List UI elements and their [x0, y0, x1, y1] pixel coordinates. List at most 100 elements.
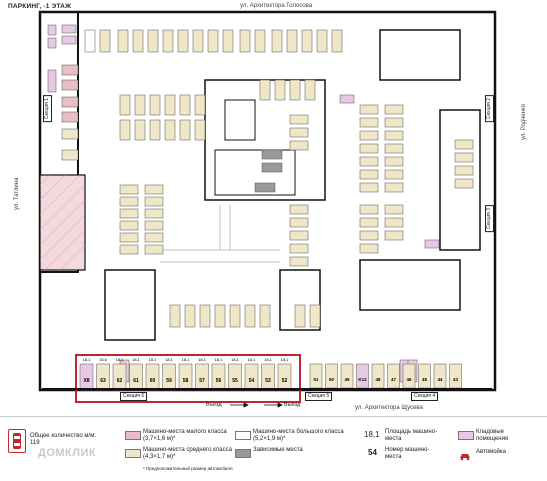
medium-class-swatch — [125, 449, 141, 458]
parking-spot[interactable] — [261, 363, 275, 391]
parking-spot[interactable] — [162, 363, 176, 391]
parking-spot[interactable] — [178, 363, 193, 391]
spot-number: 62 — [117, 378, 123, 384]
spot-area: 18,1 — [132, 357, 141, 362]
spot-area: 18,1 — [182, 357, 191, 362]
spot-area: 18,1 — [149, 357, 158, 362]
spot-number: 44 — [437, 377, 443, 382]
dependent-label: Зависимые места — [253, 447, 303, 453]
left-column-spots — [61, 64, 79, 161]
spot-area: 18,1 — [231, 357, 240, 362]
parking-plan: X8 18,1 63 15,6 62 18,1 61 18,1 60 18,1 59 18,1 58 18… — [38, 10, 497, 408]
spot-number: 59 — [166, 378, 172, 384]
spot-area: 18,1 — [116, 357, 125, 362]
car-wash-label: Автомойка — [476, 449, 506, 455]
bottom-row-spots: X8 18,1 63 15,6 62 18,1 61 18,1 60 18,1 59 18,1 58 18… — [79, 357, 292, 391]
spot-number: 43 — [453, 377, 459, 382]
parking-spot[interactable] — [145, 363, 160, 391]
spot-area: 18,1 — [215, 357, 224, 362]
parking-spot[interactable] — [228, 363, 242, 391]
number-value: 54 — [368, 448, 377, 457]
large-class-label: Машино-места большого класса (5,2×1,9 м)… — [253, 429, 344, 442]
legend: Общее количество м/м: 119 Машино-места м… — [0, 416, 547, 481]
parking-spot[interactable] — [387, 363, 400, 389]
spot-area: 18,1 — [248, 357, 257, 362]
car-wash-icon — [458, 448, 472, 461]
page-title: ПАРКИНГ, -1 ЭТАЖ — [8, 3, 72, 10]
spot-number: X8 — [83, 378, 89, 384]
parking-spot[interactable] — [449, 363, 462, 389]
area-label: Площадь машино-места — [385, 429, 438, 442]
spot-number: 45 — [422, 377, 428, 382]
exit-label: Выезд — [284, 402, 301, 408]
spot-number: 60 — [150, 378, 156, 384]
parking-spot[interactable] — [129, 363, 143, 391]
spot-number: 51 — [313, 377, 319, 382]
section-1-label: Секция 1 — [43, 95, 52, 123]
parking-spot[interactable] — [309, 363, 323, 389]
parking-spot[interactable] — [112, 363, 127, 391]
dependent-swatch — [235, 449, 251, 458]
parking-spot[interactable] — [211, 363, 226, 391]
spot-number: 48 — [375, 377, 381, 382]
storage-label: Кладовые помещения — [476, 429, 509, 442]
street-right: ул. Родченко — [521, 104, 527, 140]
parking-spot[interactable] — [433, 363, 447, 389]
watermark: ДОМКЛИК — [38, 447, 97, 459]
top-row-spots — [84, 29, 343, 53]
spot-area: 18,1 — [198, 357, 207, 362]
medium-class-note: * Предположительный размер автомобиля — [143, 466, 233, 471]
spot-number: 49 — [344, 377, 350, 382]
spot-area: 15,6 — [99, 357, 108, 362]
parking-spot[interactable] — [195, 363, 209, 391]
storage-swatch — [458, 431, 474, 440]
car-icon — [8, 429, 26, 453]
parking-spot[interactable] — [277, 363, 292, 391]
section-5-label: Секция 5 — [305, 392, 333, 401]
spot-area: 18,1 — [281, 357, 290, 362]
total-count: Общее количество м/м: 119 — [30, 433, 96, 446]
spot-number: 57 — [199, 378, 205, 384]
spot-number: 47 — [391, 377, 397, 382]
area-value: 18,1 — [364, 430, 380, 439]
spot-number: 53 — [265, 378, 271, 384]
spot-number: 52 — [282, 378, 288, 384]
bottom-right-row-spots: 51 50 49 K12 48 47 46 45 44 43 — [309, 363, 462, 389]
parking-spot[interactable] — [79, 363, 94, 391]
parking-spot[interactable] — [402, 363, 416, 389]
spot-area: 18,1 — [264, 357, 273, 362]
parking-spot[interactable] — [418, 363, 431, 389]
spot-number: 61 — [133, 378, 139, 384]
spot-number: 50 — [329, 377, 335, 382]
parking-spot[interactable] — [244, 363, 259, 391]
street-bottom: ул. Архитектора Щусева — [355, 405, 423, 411]
section-6-label: Секция 6 — [120, 392, 148, 401]
large-class-swatch — [235, 431, 251, 440]
spot-number: K12 — [358, 377, 367, 382]
street-top: ул. Архитектора Голосова — [240, 3, 313, 9]
entry-label: Въезд — [206, 402, 222, 408]
spot-number: 46 — [406, 377, 412, 382]
parking-spot[interactable] — [96, 363, 110, 391]
section-4-label: Секция 4 — [411, 392, 439, 401]
section-3-label: Секция 3 — [485, 205, 494, 233]
spot-number: 58 — [183, 378, 189, 384]
medium-class-label: Машино-места среднего класса (4,3×1,7 м)… — [143, 447, 232, 460]
section-2-label: Секция 2 — [485, 95, 494, 123]
spot-area: 18,1 — [165, 357, 174, 362]
entry-arrows — [230, 402, 283, 408]
spot-number: 63 — [100, 378, 106, 384]
parking-spot[interactable] — [371, 363, 385, 389]
small-class-label: Машино-места малого класса (3,7×1,6 м)* — [143, 429, 227, 442]
spot-area: 18,1 — [83, 357, 92, 362]
dependent-spots — [254, 149, 283, 193]
parking-spot[interactable] — [340, 363, 354, 389]
spot-number: 55 — [232, 378, 238, 384]
highlight-frame — [75, 354, 301, 403]
spot-number: 56 — [216, 378, 222, 384]
interior-spots — [119, 79, 474, 328]
number-label: Номер машино-места — [385, 447, 430, 460]
parking-spot[interactable] — [325, 363, 338, 389]
parking-spot[interactable] — [356, 363, 369, 389]
small-class-swatch — [125, 431, 141, 440]
